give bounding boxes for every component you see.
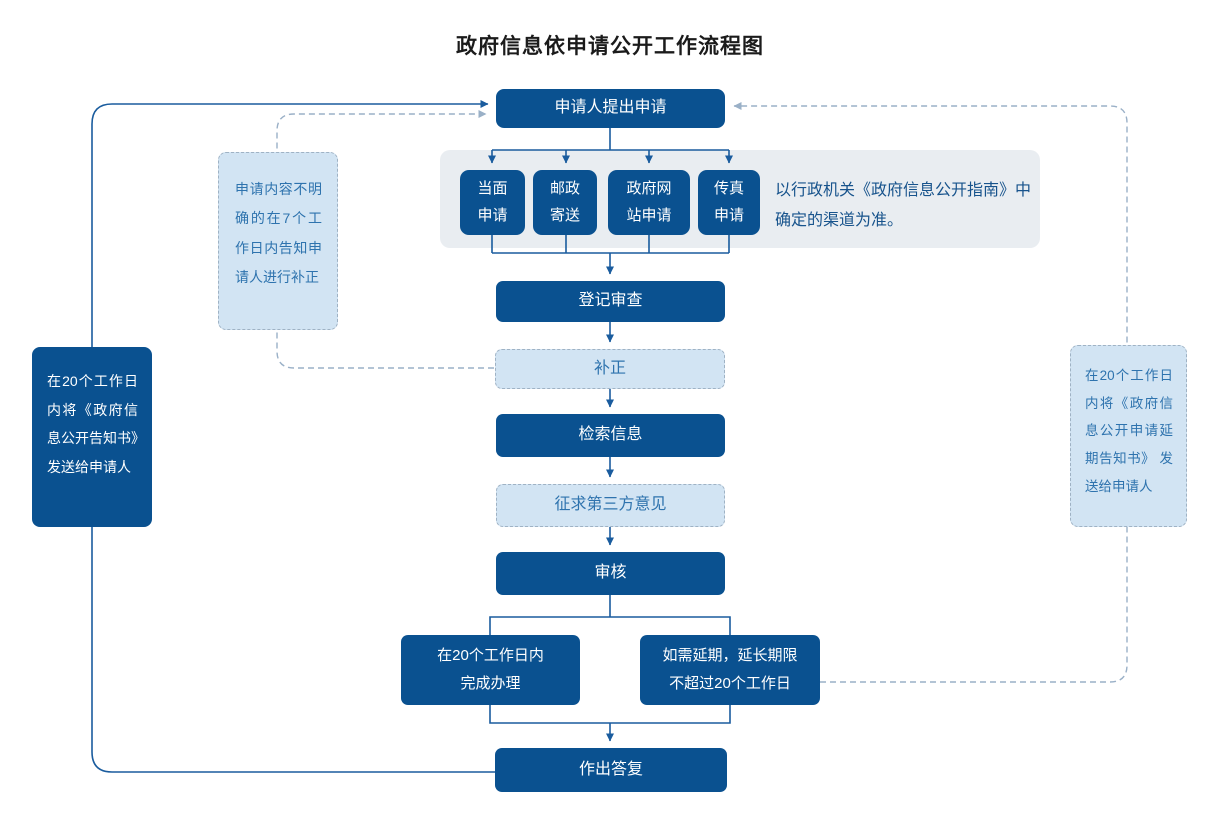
page-title: 政府信息依申请公开工作流程图 [456,35,764,58]
node-extend: 如需延期，延长期限 不超过20个工作日 [640,635,820,705]
note-disclosure-notice: 在20个工作日内将《政府信息公开告知书》发送给申请人 [32,347,152,527]
channel-website: 政府网 站申请 [608,170,690,235]
node-register: 登记审查 [496,281,725,322]
node-supplement: 补正 [495,349,725,389]
edge-review-branch [489,595,731,635]
note-extension-notice: 在20个工作日内将《政府信息公开申请延期告知书》 发送给申请人 [1070,345,1187,527]
node-complete: 在20个工作日内 完成办理 [401,635,580,705]
node-reply: 作出答复 [495,748,727,792]
channels-note: 以行政机关《政府信息公开指南》中确定的渠道为准。 [775,182,1032,229]
channel-fax: 传真 申请 [698,170,760,235]
edge-apply-distributor [492,128,729,151]
node-apply: 申请人提出申请 [496,89,725,128]
node-third-party: 征求第三方意见 [496,484,725,527]
channel-in-person: 当面 申请 [460,170,525,235]
edge-branch-merge [489,705,731,724]
note-supplement-deadline: 申请内容不明确的在7个工作日内告知申请人进行补正 [218,152,338,330]
node-review: 审核 [496,552,725,595]
node-search: 检索信息 [496,414,725,457]
channel-postal: 邮政 寄送 [533,170,597,235]
